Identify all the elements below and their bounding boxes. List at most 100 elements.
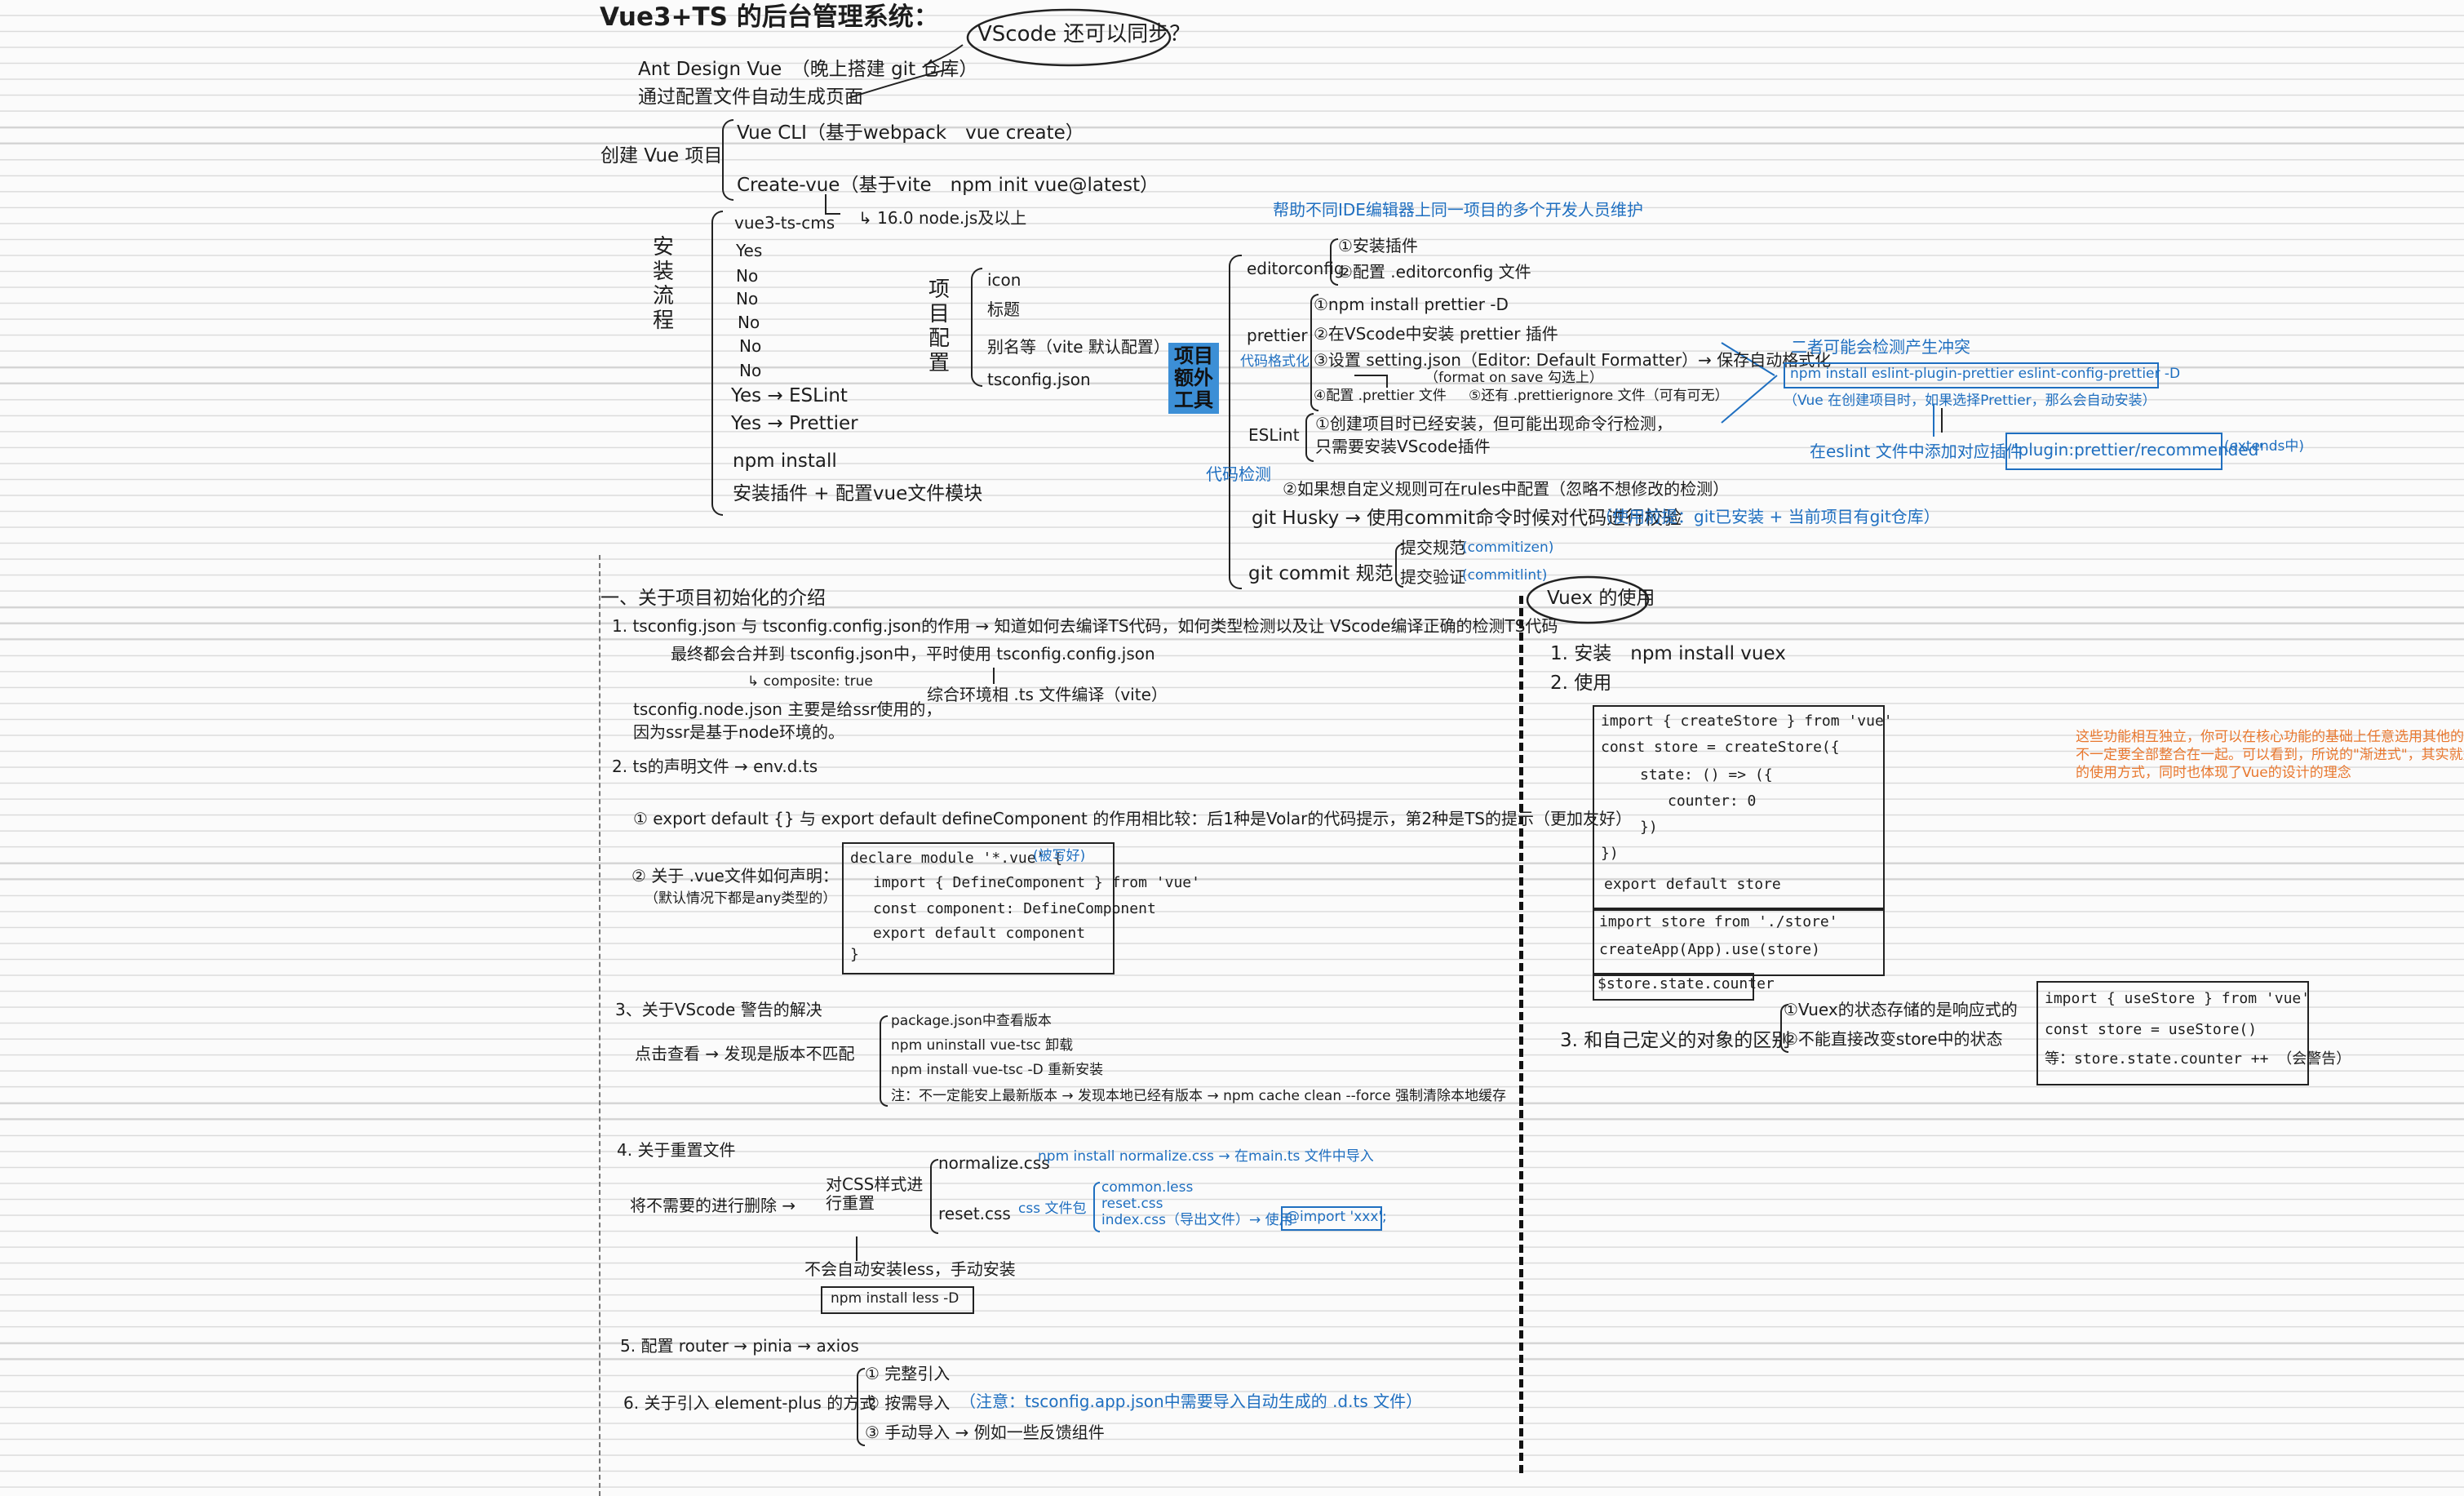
vuex-code4-2: 等：store.state.counter ++ （会警告） bbox=[2045, 1050, 2351, 1068]
install-item-0: vue3-ts-cms bbox=[734, 213, 835, 233]
install-item-9: npm install bbox=[733, 451, 837, 472]
antd-line: Ant Design Vue （晚上搭建 git 仓库） bbox=[638, 59, 978, 80]
pr-item-2: ③设置 setting.json（Editor: Default Formatt… bbox=[1314, 350, 1832, 370]
extra-tools-label: 项目额外工具 bbox=[1168, 343, 1219, 414]
bubble-text: VScode 还可以同步？ bbox=[977, 22, 1191, 47]
conflict-extends-note: (extends中) bbox=[2224, 438, 2305, 455]
intro-p4a: 将不需要的进行删除 → bbox=[630, 1196, 796, 1215]
extra-tools-brace bbox=[1229, 255, 1242, 589]
p3-brace bbox=[880, 1015, 888, 1107]
vuex-cloud bbox=[1526, 575, 1650, 624]
pr-item-1: ②在VScode中安装 prettier 插件 bbox=[1314, 324, 1558, 344]
intro-p4b: 对CSS样式进行重置 bbox=[826, 1174, 924, 1213]
install-item-7: Yes → ESLint bbox=[731, 385, 848, 406]
p3-item-1: npm uninstall vue-tsc 卸载 bbox=[891, 1037, 1074, 1054]
p4-brace bbox=[930, 1159, 938, 1234]
p4-less-cmd: npm install less -D bbox=[831, 1290, 959, 1307]
p6-item-2: ③ 手动导入 → 例如一些反馈组件 bbox=[865, 1423, 1105, 1442]
install-node-note: ↳ 16.0 node.js及以上 bbox=[858, 208, 1027, 228]
conflict-extends-label: 在eslint 文件中添加对应插件 bbox=[1810, 442, 2023, 461]
bubble-cloud bbox=[966, 8, 1172, 67]
husky-note: （使用前提：git已安装 + 当前项目有git仓库） bbox=[1596, 507, 1940, 526]
p4-files-brace bbox=[1093, 1182, 1100, 1232]
proj-config-item-0: icon bbox=[987, 270, 1021, 290]
vuex-code1-3: counter: 0 bbox=[1668, 792, 1757, 810]
intro-p1b: 最终都会合并到 tsconfig.json中，平时使用 tsconfig.con… bbox=[671, 644, 1155, 664]
prettier-label: prettier bbox=[1247, 326, 1308, 345]
pr-item-0: ①npm install prettier -D bbox=[1314, 295, 1509, 314]
install-item-4: No bbox=[738, 313, 760, 332]
commit-item-0: 提交规范 bbox=[1400, 538, 1465, 557]
intro-p3a: 点击查看 → 发现是版本不匹配 bbox=[635, 1044, 855, 1063]
vuex-state-box bbox=[1593, 973, 1754, 1001]
code-line-0: declare module '*.vue' { bbox=[850, 850, 1063, 867]
side-note-line-0: 这些功能相互独立，你可以在核心功能的基础上任意选用其他的部件， bbox=[2076, 729, 2464, 745]
intro-p6: 6. 关于引入 element-plus 的方式 bbox=[623, 1393, 876, 1413]
vuex-store-code-box bbox=[1593, 705, 1885, 911]
p6-brace bbox=[857, 1368, 865, 1446]
editorconfig-brace bbox=[1330, 238, 1338, 286]
prettier-note: 代码格式化 bbox=[1240, 353, 1310, 370]
create-opt2: Create-vue（基于vite npm init vue@latest） bbox=[737, 175, 1159, 196]
intro-p1: 1. tsconfig.json 与 tsconfig.config.json的… bbox=[612, 616, 1558, 636]
conflict-extends-box bbox=[2005, 433, 2222, 470]
intro-p1f: 因为ssr是基于node环境的。 bbox=[633, 722, 844, 742]
vuex-code1-0: import { createStore } from 'vue' bbox=[1601, 712, 1893, 730]
eslint-label: ESLint bbox=[1248, 425, 1300, 445]
p3-item-0: package.json中查看版本 bbox=[891, 1013, 1052, 1029]
eslint-brace bbox=[1305, 413, 1314, 462]
vuex-code4-0: import { useStore } from 'vue' bbox=[2045, 990, 2311, 1007]
create-label: 创建 Vue 项目 bbox=[600, 145, 723, 166]
vuex-s3: 3. 和自己定义的对象的区别 bbox=[1560, 1030, 1791, 1051]
p4-file-2: index.css（导出文件）→ 使用 bbox=[1101, 1212, 1293, 1228]
column-divider bbox=[1519, 596, 1523, 1473]
extra-tools-top-note: 帮助不同IDE编辑器上同一项目的多个开发人员维护 bbox=[1273, 200, 1643, 220]
p4-import-box bbox=[1281, 1206, 1382, 1231]
p3-item-3: 注：不一定能安上最新版本 → 发现本地已经有版本 → npm cache cle… bbox=[891, 1088, 1506, 1104]
vuex-use-code-box bbox=[1593, 908, 1885, 976]
install-item-5: No bbox=[739, 336, 762, 356]
p3-item-2: npm install vue-tsc -D 重新安装 bbox=[891, 1062, 1104, 1078]
husky-line: git Husky → 使用commit命令时候对代码进行校验 bbox=[1252, 508, 1682, 529]
vuex-code1-5: }) bbox=[1601, 845, 1619, 862]
code-line-1: import { DefineComponent } from 'vue' bbox=[873, 874, 1200, 891]
vuex-s1: 1. 安装 npm install vuex bbox=[1550, 643, 1786, 664]
intro-p2b: ② 关于 .vue文件如何声明： bbox=[632, 866, 839, 886]
commit-note-0: (commitizen) bbox=[1462, 539, 1554, 556]
p6-item-1: ② 按需导入 bbox=[865, 1393, 951, 1413]
intro-p3: 3、关于VScode 警告的解决 bbox=[615, 1000, 822, 1019]
ec-item-0: ①安装插件 bbox=[1338, 236, 1418, 255]
proj-config-item-1: 标题 bbox=[987, 300, 1020, 319]
editorconfig-label: editorconfig bbox=[1247, 259, 1345, 278]
install-item-10: 安装插件 + 配置vue文件模块 bbox=[733, 483, 983, 504]
p4-normalize: normalize.css bbox=[938, 1153, 1050, 1173]
vuex-usestore-box bbox=[2036, 981, 2309, 1085]
install-item-8: Yes → Prettier bbox=[731, 413, 858, 434]
es-item-2: ②如果想自定义规则可在rules中配置（忽略不想修改的检测） bbox=[1283, 479, 1730, 499]
p4-file-1: reset.css bbox=[1101, 1196, 1163, 1212]
eslint-note: 代码检测 bbox=[1206, 464, 1271, 484]
p4-reset-note: css 文件包 bbox=[1018, 1201, 1087, 1217]
commit-brace bbox=[1395, 544, 1403, 588]
p4-import: @import 'xxx'; bbox=[1286, 1209, 1387, 1225]
vuex-code3: $store.state.counter bbox=[1598, 975, 1775, 992]
vuex-code4-1: const store = useStore() bbox=[2045, 1021, 2258, 1038]
vuex-s3-brace bbox=[1780, 1004, 1788, 1053]
intro-p1c: ↳ composite: true bbox=[747, 673, 873, 690]
install-item-6: No bbox=[739, 361, 762, 380]
p6-note: （注意：tsconfig.app.json中需要导入自动生成的 .d.ts 文件… bbox=[959, 1392, 1423, 1411]
page-title: Vue3+TS 的后台管理系统： bbox=[600, 2, 939, 32]
p6-item-0: ① 完整引入 bbox=[865, 1364, 951, 1383]
proj-config-label: 项目配置 bbox=[928, 277, 951, 375]
p4-less-box bbox=[821, 1286, 974, 1314]
proj-config-brace bbox=[971, 268, 982, 387]
vuex-code1-6: export default store bbox=[1604, 876, 1781, 893]
install-item-2: No bbox=[736, 266, 759, 286]
vuex-s3-item-0: ①Vuex的状态存储的是响应式的 bbox=[1784, 1000, 2018, 1019]
ec-item-1: ②配置 .editorconfig 文件 bbox=[1338, 262, 1531, 282]
intro-p1d: 综合环境相 .ts 文件编译（vite） bbox=[927, 685, 1168, 704]
conflict-note: （Vue 在创建项目时，如果选择Prettier，那么会自动安装） bbox=[1784, 393, 2156, 409]
intro-p1e: tsconfig.node.json 主要是给ssr使用的， bbox=[633, 699, 942, 719]
vuex-s2: 2. 使用 bbox=[1550, 673, 1612, 694]
